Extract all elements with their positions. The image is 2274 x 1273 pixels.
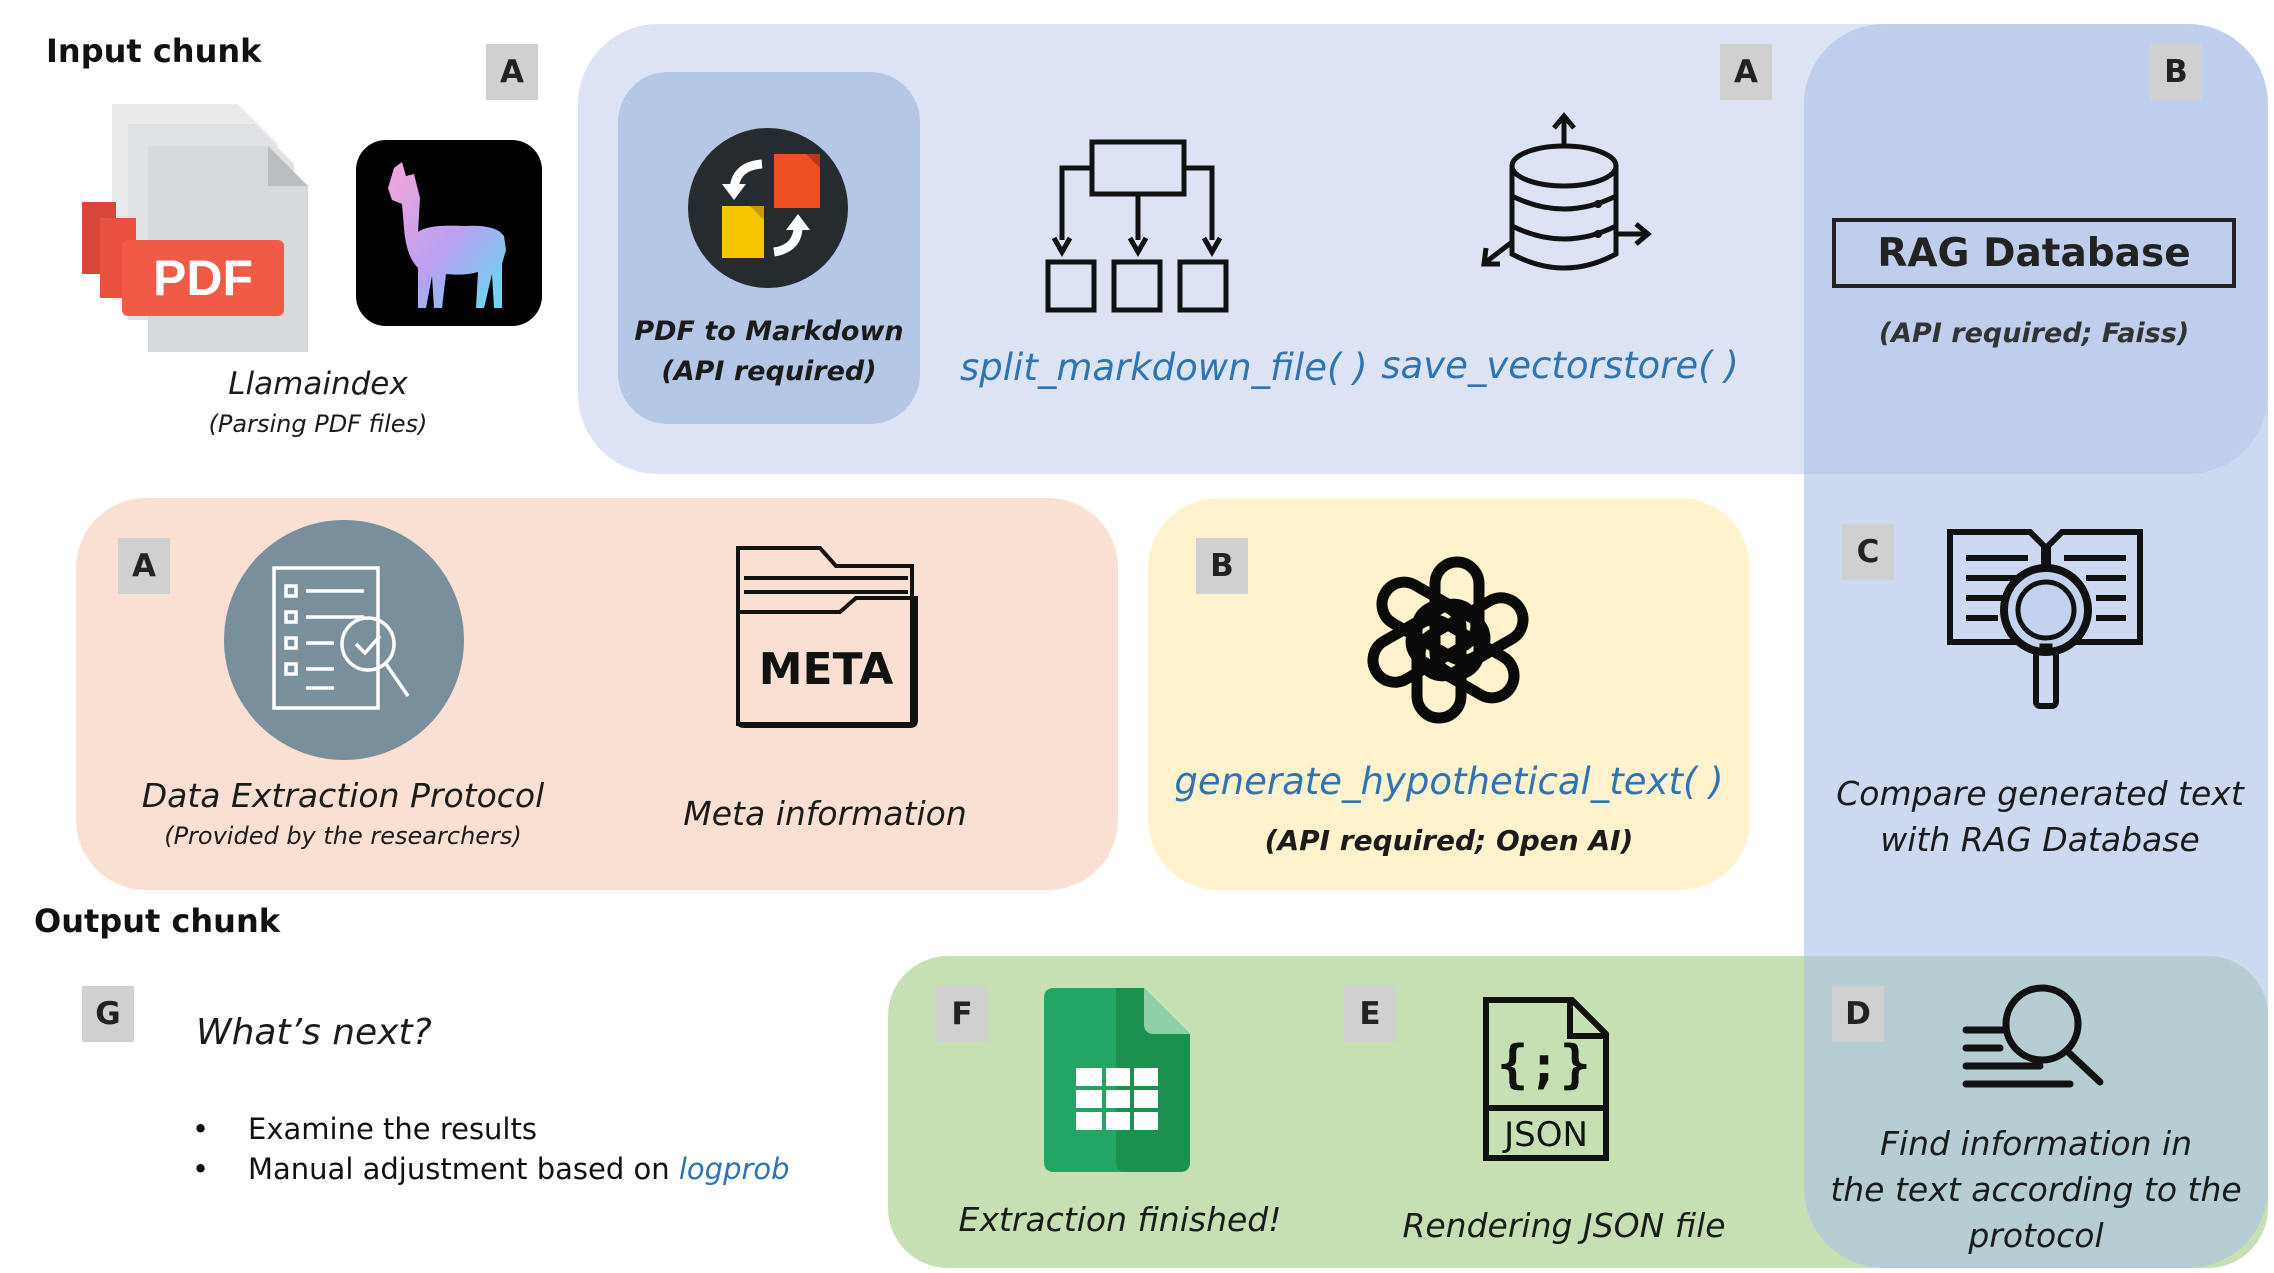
json-file-label: Rendering JSON file — [1402, 1206, 1726, 1245]
compare-line-2: with RAG Database — [1880, 820, 2200, 859]
compare-line-1: Compare generated text — [1836, 774, 2244, 813]
badge-a-protocol: A — [118, 538, 170, 594]
logprob-link[interactable]: logprob — [678, 1152, 790, 1186]
json-icon-text: JSON — [1502, 1115, 1588, 1155]
input-chunk-header: Input chunk — [46, 32, 262, 70]
llamaindex-subtitle: (Parsing PDF files) — [208, 410, 428, 438]
badge-a-pipeline: A — [1720, 44, 1772, 100]
meta-information-label: Meta information — [683, 794, 967, 833]
next-bullet-2: • Manual adjustment based on logprob — [192, 1152, 790, 1186]
badge-f-extraction: F — [936, 986, 988, 1042]
find-line-3: protocol — [1968, 1216, 2104, 1255]
pdf-files-icon: PDF — [82, 104, 308, 352]
openai-logo-loop — [1376, 576, 1491, 666]
protocol-title: Data Extraction Protocol — [141, 776, 545, 815]
whats-next-title: What’s next? — [196, 1012, 432, 1053]
openai-logo-icon — [1367, 556, 1529, 724]
rag-database-title: RAG Database — [1877, 230, 2191, 276]
output-chunk-header: Output chunk — [34, 902, 280, 940]
hypothetical-api-note: (API required; Open AI) — [1264, 824, 1634, 857]
bullet-dot: • — [192, 1152, 210, 1186]
split-markdown-function: split_markdown_file( ) — [960, 346, 1368, 389]
rag-database-box: RAG Database — [1832, 218, 2236, 288]
badge-b-hypothetical: B — [1196, 538, 1248, 594]
badge-b-rag: B — [2150, 44, 2202, 100]
badge-a-input: A — [486, 44, 538, 100]
pdf-icon-text: PDF — [153, 250, 253, 306]
protocol-subtitle: (Provided by the researchers) — [164, 822, 522, 850]
json-braces-text: {;} — [1497, 1035, 1591, 1095]
book-search-icon — [1947, 529, 2143, 709]
next-bullet-1-text: Examine the results — [248, 1112, 537, 1146]
llamaindex-title: Llamaindex — [228, 366, 408, 402]
spreadsheet-icon — [1044, 988, 1190, 1172]
protocol-checklist-icon — [224, 520, 464, 760]
badge-g-next: G — [82, 986, 134, 1042]
meta-icon-text: META — [759, 644, 894, 695]
json-file-icon: {;} JSON — [1483, 997, 1609, 1161]
save-vectorstore-function: save_vectorstore( ) — [1381, 344, 1739, 387]
pdf-to-markdown-api-note: (API required) — [661, 356, 877, 387]
next-bullet-2-text: Manual adjustment based on — [248, 1152, 679, 1186]
badge-d-find: D — [1832, 986, 1884, 1042]
llamaindex-logo-icon — [356, 140, 542, 326]
extraction-finished-label: Extraction finished! — [958, 1200, 1282, 1239]
bullet-dot: • — [192, 1112, 210, 1146]
generate-hypothetical-function: generate_hypothetical_text( ) — [1174, 760, 1724, 803]
search-text-icon — [1962, 984, 2104, 1088]
database-icon — [1481, 112, 1652, 271]
badge-c-compare: C — [1842, 524, 1894, 580]
find-line-1: Find information in — [1879, 1124, 2193, 1163]
hierarchy-icon — [1045, 139, 1229, 313]
meta-folder-icon: META — [736, 546, 918, 728]
find-line-2: the text according to the — [1830, 1170, 2242, 1209]
badge-e-json: E — [1344, 986, 1396, 1042]
next-bullet-1: • Examine the results — [192, 1112, 537, 1146]
pdf-to-markdown-icon — [688, 128, 848, 288]
rag-database-subtitle: (API required; Faiss) — [1878, 318, 2190, 349]
pdf-to-markdown-label: PDF to Markdown — [634, 316, 904, 347]
